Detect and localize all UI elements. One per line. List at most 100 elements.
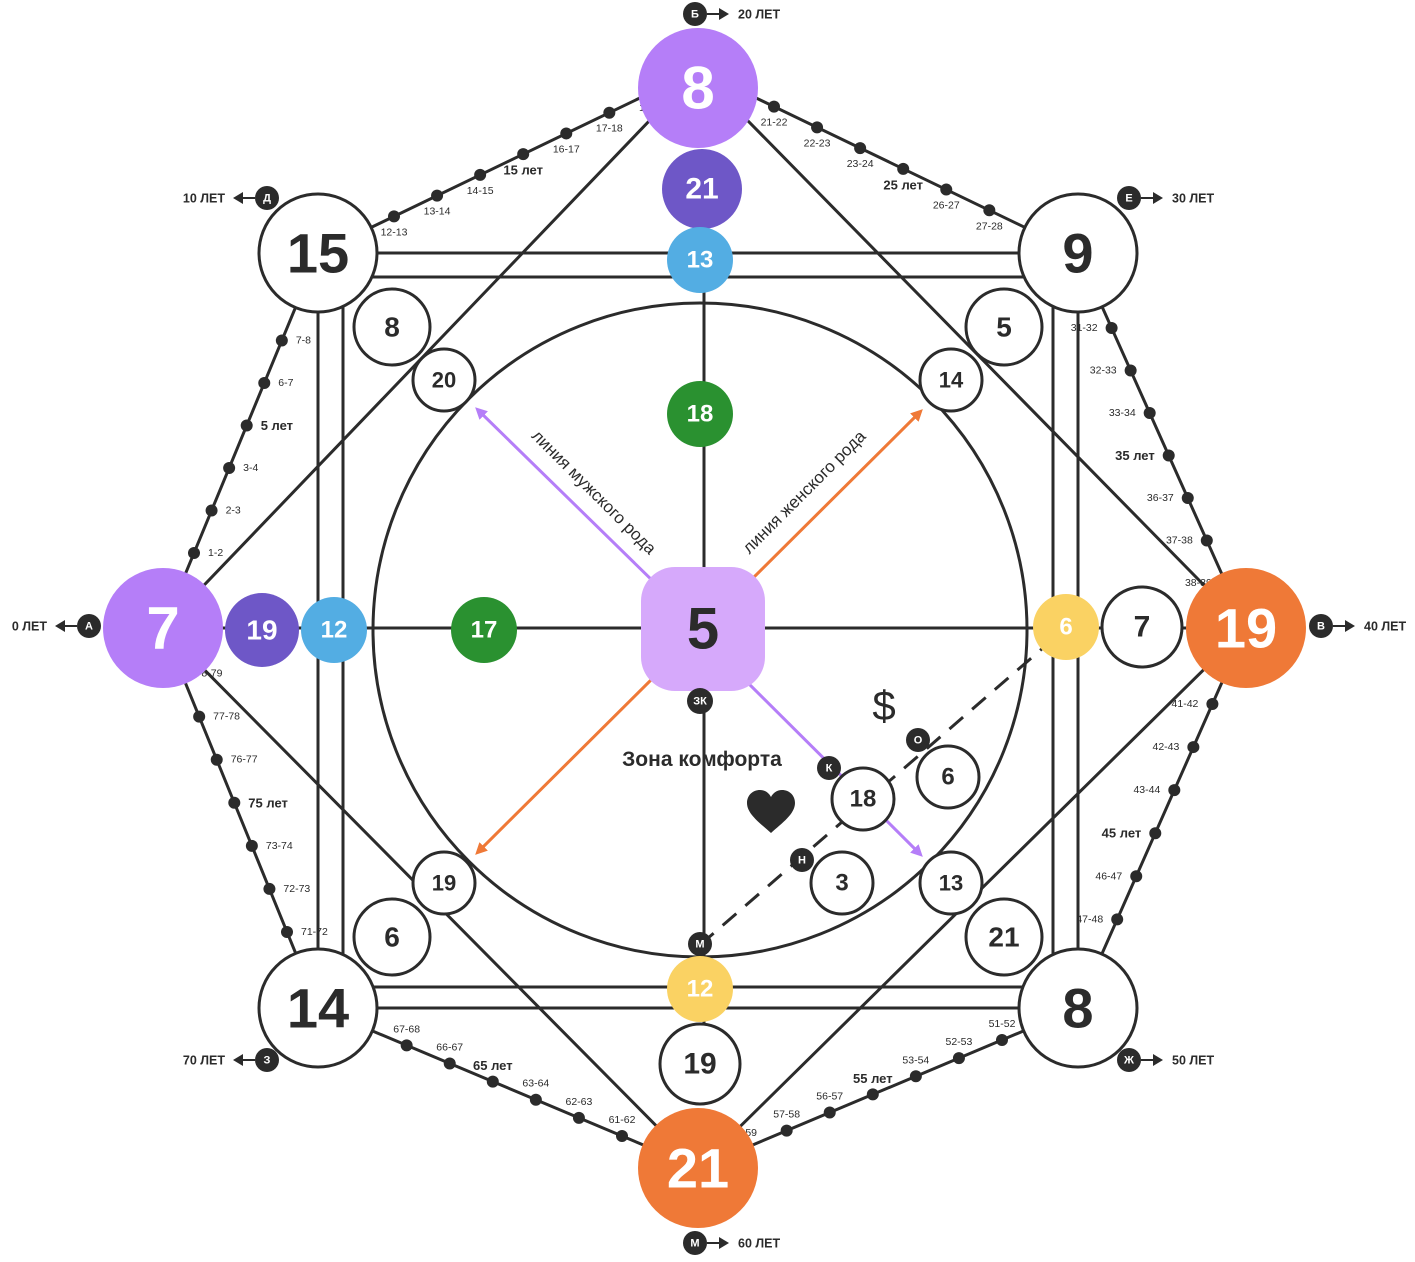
age-tick-dot bbox=[228, 796, 241, 809]
axis-letter-badge bbox=[683, 2, 707, 26]
top-inner-value: 18 bbox=[687, 401, 714, 428]
age-tick-dot bbox=[205, 504, 218, 517]
axis-letter: Ж bbox=[1123, 1055, 1134, 1067]
age-tick-dot bbox=[1143, 407, 1156, 419]
bottom-white: 19 bbox=[658, 1022, 742, 1106]
age-tick-dot bbox=[443, 1057, 456, 1070]
age-tick-label: 76-77 bbox=[231, 754, 258, 766]
axis-arrow-head-icon bbox=[719, 1237, 729, 1249]
center-node-value: 5 bbox=[687, 597, 719, 662]
marker-m-letter: М bbox=[695, 939, 704, 951]
age-tick-label: 43-44 bbox=[1133, 784, 1160, 796]
age-tick-label: 37-38 bbox=[1166, 535, 1193, 547]
right-white-circle bbox=[1100, 585, 1184, 669]
axis-label-1: Д10 ЛЕТ bbox=[183, 186, 279, 210]
age-tick-dot bbox=[245, 839, 258, 852]
corner-right-circle bbox=[1186, 568, 1306, 688]
age-tick-dot bbox=[952, 1052, 965, 1065]
marker-m: М bbox=[688, 932, 712, 956]
age-tick-dot bbox=[616, 1130, 628, 1142]
left-mid-circle bbox=[301, 597, 367, 663]
corner-bottom-value: 21 bbox=[667, 1137, 729, 1200]
age-tick-dot bbox=[1200, 534, 1213, 547]
top-mid: 13 bbox=[667, 227, 733, 293]
age-tick-label: 63-64 bbox=[522, 1078, 549, 1090]
corner-bottom-left: 14 bbox=[257, 947, 379, 1069]
top-inner: 18 bbox=[667, 381, 733, 447]
age-tick-label: 66-67 bbox=[436, 1041, 463, 1053]
axis-label-3: Е 30 ЛЕТ bbox=[1117, 186, 1214, 210]
age-tick-label: 36-37 bbox=[1147, 492, 1174, 504]
corner-bottom: 21 bbox=[638, 1108, 758, 1228]
age-tick-label: 33-34 bbox=[1109, 407, 1136, 419]
left-inner-value: 17 bbox=[471, 617, 498, 644]
female-line-arrow-lower bbox=[475, 674, 657, 855]
axis-letter-badge bbox=[1117, 1048, 1141, 1072]
age-tick-label: 47-48 bbox=[1076, 913, 1103, 925]
age-tick-label: 12-13 bbox=[381, 226, 408, 238]
marker-m-dot bbox=[688, 932, 712, 956]
age-tick-label: 45 лет bbox=[1102, 826, 1142, 841]
corner-top-right-circle bbox=[1017, 192, 1139, 314]
money-k-value: 18 bbox=[830, 766, 896, 832]
diag-br-a-circle bbox=[918, 850, 984, 916]
diag-tl-a: 8 bbox=[352, 287, 432, 367]
axis-arrow-head-icon bbox=[1153, 192, 1163, 204]
diag-tl-a-value: 8 bbox=[384, 312, 400, 343]
age-tick-dot bbox=[1187, 741, 1200, 754]
money-k-value-circle bbox=[830, 766, 896, 832]
right-yellow-circle bbox=[1033, 594, 1099, 660]
corner-bottom-right: 8 bbox=[1017, 947, 1139, 1069]
age-tick-dot bbox=[223, 462, 236, 474]
axis-letter: Б bbox=[691, 9, 699, 21]
marker-o: О bbox=[906, 728, 930, 752]
axis-arrow-head-icon bbox=[233, 192, 243, 204]
age-tick-dot bbox=[603, 106, 616, 119]
money-h-value-value: 3 bbox=[835, 870, 848, 897]
age-tick-label: 77-78 bbox=[213, 711, 240, 723]
diag-tr-a: 5 bbox=[964, 287, 1044, 367]
corner-top-right-value: 9 bbox=[1062, 222, 1093, 285]
age-tick-dot bbox=[823, 1106, 836, 1119]
age-tick-label: 57-58 bbox=[773, 1109, 800, 1121]
axis-age-text: 30 ЛЕТ bbox=[1172, 192, 1214, 206]
age-tick-label: 52-53 bbox=[946, 1036, 973, 1048]
age-tick-dot bbox=[281, 926, 293, 938]
axis-letter-badge bbox=[77, 614, 101, 638]
diag-tr-b-value: 14 bbox=[939, 368, 964, 393]
female-line-label: линия женского рода bbox=[739, 426, 870, 557]
age-tick-label: 5 лет bbox=[261, 418, 293, 433]
age-tick-label: 67-68 bbox=[393, 1023, 420, 1035]
axis-letter: Е bbox=[1125, 193, 1132, 205]
corner-right: 19 bbox=[1186, 568, 1306, 688]
axis-letter-badge bbox=[1309, 614, 1333, 638]
diag-tr-a-circle bbox=[964, 287, 1044, 367]
diag-tr-b-circle bbox=[918, 347, 984, 413]
age-tick-dot bbox=[431, 189, 444, 202]
bottom-yellow-value: 12 bbox=[687, 976, 714, 1003]
age-tick-label: 2-3 bbox=[226, 505, 241, 517]
age-tick-label: 14-15 bbox=[467, 185, 494, 197]
age-tick-dot bbox=[517, 148, 530, 161]
money-h-value-circle bbox=[809, 850, 875, 916]
age-tick-label: 25 лет bbox=[883, 177, 923, 192]
marker-h-letter: Н bbox=[798, 855, 806, 867]
age-tick-label: 23-24 bbox=[847, 158, 874, 170]
diag-br-a-value: 13 bbox=[939, 871, 963, 896]
age-tick-label: 13-14 bbox=[424, 206, 451, 218]
male-line-label: линия мужского рода bbox=[528, 426, 660, 558]
diag-tl-b-circle bbox=[411, 347, 477, 413]
diag-bl-a-value: 19 bbox=[432, 871, 456, 896]
age-tick-dot bbox=[560, 127, 573, 140]
corner-left: 7 bbox=[103, 568, 223, 688]
left-mid: 12 bbox=[301, 597, 367, 663]
age-tick-dot bbox=[1124, 364, 1137, 377]
marker-zk: ЗК bbox=[687, 688, 713, 714]
age-tick-label: 7-8 bbox=[296, 335, 311, 347]
diag-br-a: 13 bbox=[918, 850, 984, 916]
corner-bottom-circle bbox=[638, 1108, 758, 1228]
age-tick-label: 46-47 bbox=[1095, 870, 1122, 882]
age-tick-dot bbox=[474, 168, 487, 181]
